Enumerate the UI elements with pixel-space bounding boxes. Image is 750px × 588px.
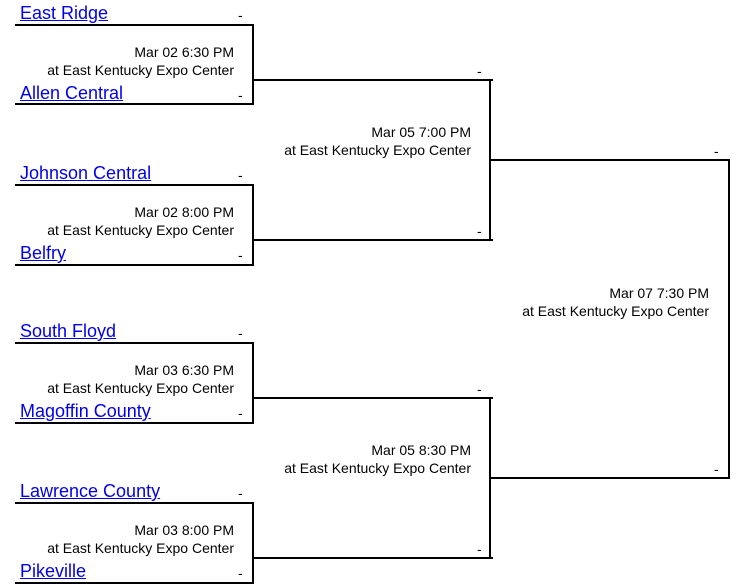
team-link-r1g2-bottom[interactable]: Belfry	[20, 243, 67, 263]
score-r1g3-top: -	[238, 325, 243, 341]
bracket-line	[489, 477, 730, 479]
bracket-line	[15, 103, 254, 105]
score-final-top: -	[714, 143, 719, 159]
game-datetime: Mar 03 6:30 PM	[134, 362, 234, 378]
score-r2g2-top: -	[477, 381, 482, 397]
team-link-r1g3-bottom[interactable]: Magoffin County	[20, 401, 151, 421]
bracket-connector	[728, 159, 730, 479]
game-datetime: Mar 07 7:30 PM	[609, 285, 709, 301]
game-venue: at East Kentucky Expo Center	[47, 380, 234, 396]
bracket-line	[252, 239, 493, 241]
game-info-r2g1: Mar 05 7:00 PM at East Kentucky Expo Cen…	[284, 123, 471, 159]
bracket-line	[252, 79, 493, 81]
bracket-line	[15, 502, 254, 504]
score-r2g2-bottom: -	[477, 541, 482, 557]
team-link-r1g3-top[interactable]: South Floyd	[20, 321, 117, 341]
bracket-connector	[252, 24, 254, 105]
game-datetime: Mar 02 8:00 PM	[134, 204, 234, 220]
game-datetime: Mar 02 6:30 PM	[134, 44, 234, 60]
bracket-line	[15, 264, 254, 266]
bracket-line	[15, 582, 254, 584]
game-venue: at East Kentucky Expo Center	[47, 62, 234, 78]
game-venue: at East Kentucky Expo Center	[284, 460, 471, 476]
score-r2g1-top: -	[477, 63, 482, 79]
score-r1g2-bottom: -	[238, 247, 243, 263]
bracket-line	[252, 557, 493, 559]
bracket-line	[15, 342, 254, 344]
game-datetime: Mar 05 8:30 PM	[371, 442, 471, 458]
bracket-line	[15, 184, 254, 186]
game-info-r1g2: Mar 02 8:00 PM at East Kentucky Expo Cen…	[47, 203, 234, 239]
score-r1g4-bottom: -	[238, 565, 243, 581]
game-venue: at East Kentucky Expo Center	[522, 303, 709, 319]
score-r1g2-top: -	[238, 167, 243, 183]
bracket-connector	[252, 342, 254, 424]
bracket-line	[252, 397, 493, 399]
score-r2g1-bottom: -	[477, 223, 482, 239]
game-venue: at East Kentucky Expo Center	[47, 540, 234, 556]
bracket-line	[15, 24, 254, 26]
bracket-connector	[252, 502, 254, 584]
bracket-line	[15, 422, 254, 424]
score-final-bottom: -	[714, 461, 719, 477]
game-info-r1g1: Mar 02 6:30 PM at East Kentucky Expo Cen…	[47, 43, 234, 79]
game-info-r1g3: Mar 03 6:30 PM at East Kentucky Expo Cen…	[47, 361, 234, 397]
score-r1g1-bottom: -	[238, 87, 243, 103]
team-link-r1g1-bottom[interactable]: Allen Central	[20, 83, 124, 103]
game-info-final: Mar 07 7:30 PM at East Kentucky Expo Cen…	[522, 284, 709, 320]
team-link-r1g4-bottom[interactable]: Pikeville	[20, 561, 87, 581]
score-r1g3-bottom: -	[238, 405, 243, 421]
team-link-r1g1-top[interactable]: East Ridge	[20, 3, 109, 23]
game-info-r2g2: Mar 05 8:30 PM at East Kentucky Expo Cen…	[284, 441, 471, 477]
score-r1g4-top: -	[238, 485, 243, 501]
game-datetime: Mar 03 8:00 PM	[134, 522, 234, 538]
bracket-connector	[252, 184, 254, 266]
team-link-r1g2-top[interactable]: Johnson Central	[20, 163, 152, 183]
score-r1g1-top: -	[238, 7, 243, 23]
game-venue: at East Kentucky Expo Center	[284, 142, 471, 158]
game-venue: at East Kentucky Expo Center	[47, 222, 234, 238]
bracket-line	[489, 159, 730, 161]
game-datetime: Mar 05 7:00 PM	[371, 124, 471, 140]
team-link-r1g4-top[interactable]: Lawrence County	[20, 481, 161, 501]
game-info-r1g4: Mar 03 8:00 PM at East Kentucky Expo Cen…	[47, 521, 234, 557]
